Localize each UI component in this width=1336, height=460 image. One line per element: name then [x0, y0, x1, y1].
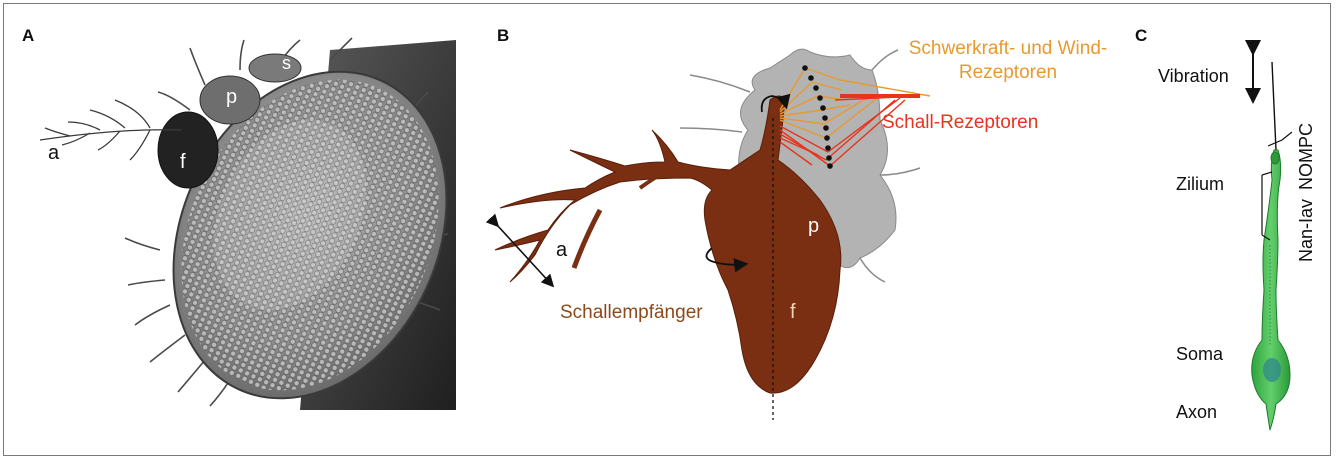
label-nan-iav: Nan-Iav	[1296, 199, 1316, 262]
cilium-tip	[1272, 62, 1276, 150]
panel-b-diagram: Schwerkraft- und Wind- Rezeptoren Schall…	[495, 38, 1107, 420]
panel-a-photo: a f p s	[40, 27, 498, 443]
label-b-funiculus: f	[790, 301, 796, 323]
label-a-funiculus: f	[180, 151, 186, 173]
label-a-arista: a	[48, 142, 60, 164]
label-sound-receiver: Schallempfänger	[560, 302, 703, 323]
label-gravity-wind-1: Schwerkraft- und Wind-	[909, 38, 1108, 59]
funiculus-shape	[158, 112, 218, 188]
label-nompc: NOMPC	[1296, 123, 1316, 190]
neuron-body	[1252, 150, 1290, 430]
label-sound-receptors: Schall-Rezeptoren	[882, 112, 1038, 133]
label-b-arista: a	[556, 239, 568, 261]
nucleus	[1263, 358, 1281, 382]
label-gravity-wind-2: Rezeptoren	[959, 62, 1057, 83]
label-axon: Axon	[1176, 402, 1217, 422]
label-a-pedicel: p	[226, 86, 237, 108]
scape-shape	[249, 54, 301, 82]
label-zilium: Zilium	[1176, 174, 1224, 194]
label-soma: Soma	[1176, 344, 1224, 364]
panel-c-diagram: Vibration Zilium Soma Axon NOMPC Nan-Iav	[1158, 52, 1316, 430]
label-vibration: Vibration	[1158, 66, 1229, 86]
label-a-scape: s	[282, 53, 291, 73]
label-b-pedicel: p	[808, 215, 819, 237]
